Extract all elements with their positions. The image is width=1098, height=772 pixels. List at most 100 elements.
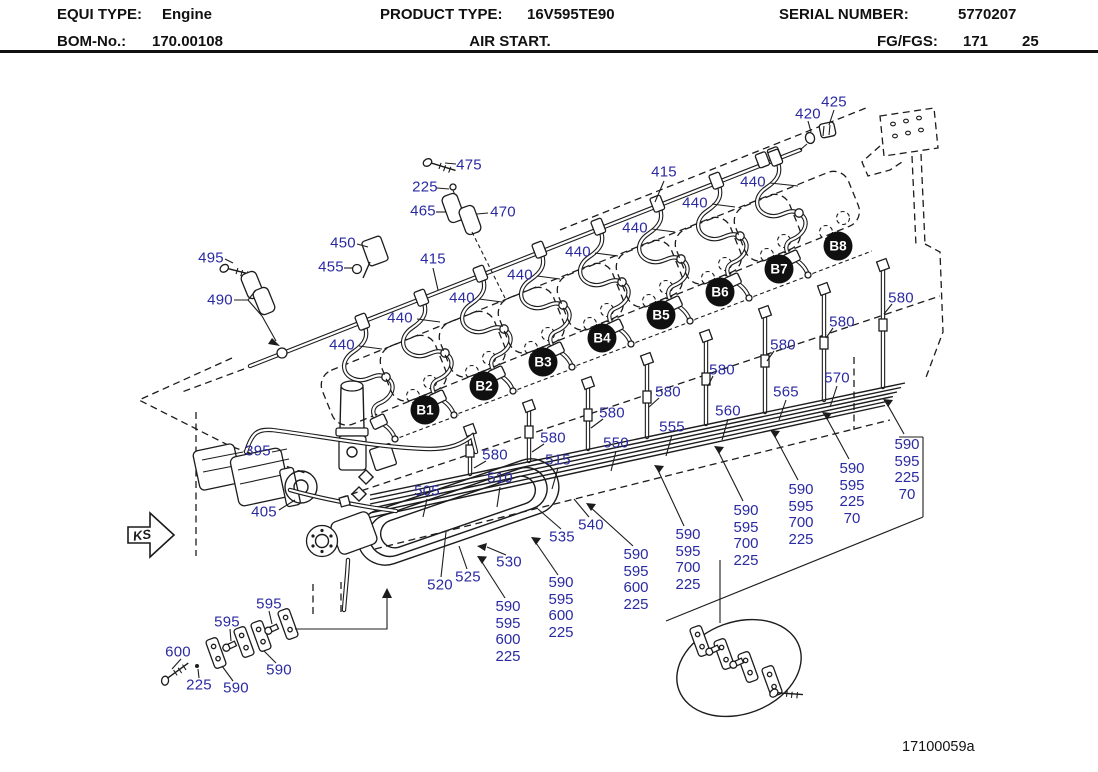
figure-number: 17100059a xyxy=(902,739,975,755)
part-label-580: 580 xyxy=(482,446,508,464)
part-label-590: 590 xyxy=(548,574,574,591)
part-label-440: 440 xyxy=(387,309,413,327)
part-label-580: 580 xyxy=(888,289,914,307)
part-label-595: 595 xyxy=(839,476,865,494)
part-label-440: 440 xyxy=(740,173,766,191)
clamp-detail-left xyxy=(156,592,388,688)
part-label-595: 595 xyxy=(548,590,574,608)
part-label-580: 580 xyxy=(599,404,625,422)
part-label-225: 225 xyxy=(675,575,701,593)
cylinder-badge-B8: B8 xyxy=(823,231,853,261)
part-label-580: 580 xyxy=(770,336,796,354)
ring-455 xyxy=(351,263,363,275)
part-label-440: 440 xyxy=(329,336,355,354)
leader-lines xyxy=(171,109,905,682)
cylinder-badge-B3: B3 xyxy=(528,347,558,377)
part-label-225: 225 xyxy=(186,676,212,694)
part-label-520: 520 xyxy=(427,576,453,594)
bom-no-value: 170.00108 xyxy=(152,33,223,50)
part-label-590: 590 xyxy=(623,546,649,563)
part-label-590: 590 xyxy=(788,481,814,498)
part-label-590: 590 xyxy=(839,460,865,477)
part-label-600: 600 xyxy=(548,607,574,624)
equi-type-label: EQUI TYPE: xyxy=(57,6,143,23)
part-label-590: 590 xyxy=(894,436,920,453)
part-label-590: 590 xyxy=(733,502,759,519)
part-label-225: 225 xyxy=(839,493,865,510)
part-label-595: 595 xyxy=(675,542,701,560)
clamp-detail-ellipse xyxy=(665,436,924,718)
part-label-525: 525 xyxy=(455,568,481,586)
part-label-495: 495 xyxy=(198,249,224,267)
part-label-540: 540 xyxy=(578,516,604,534)
part-label-225: 225 xyxy=(623,595,649,613)
serial-number-value: 5770207 xyxy=(958,6,1017,23)
part-label-440: 440 xyxy=(682,194,708,212)
loose-parts-top xyxy=(216,150,506,316)
part-label-700: 700 xyxy=(788,514,814,531)
part-label-505: 505 xyxy=(414,482,440,500)
fg-value: 171 xyxy=(963,33,989,50)
part-label-490: 490 xyxy=(207,291,233,309)
part-label-600: 600 xyxy=(165,643,191,661)
part-label-225: 225 xyxy=(548,623,574,641)
bom-no-label: BOM-No.: xyxy=(57,33,127,50)
sheet-title: AIR START. xyxy=(469,33,551,50)
part-label-440: 440 xyxy=(565,243,591,261)
fg-fgs-label: FG/FGS: xyxy=(877,33,938,50)
washer-420 xyxy=(804,131,816,145)
cylinder-badge-B4: B4 xyxy=(587,323,617,353)
cylinder-badge-B1: B1 xyxy=(410,395,440,425)
part-label-595: 595 xyxy=(256,595,282,613)
part-label-590: 590 xyxy=(266,661,292,679)
pipe-coil xyxy=(356,458,560,566)
part-label-70: 70 xyxy=(843,509,861,527)
part-label-550: 550 xyxy=(603,434,629,452)
part-label-600: 600 xyxy=(623,579,649,596)
part-label-475: 475 xyxy=(456,156,482,174)
part-label-700: 700 xyxy=(733,535,759,552)
part-label-595: 595 xyxy=(214,613,240,631)
part-label-570: 570 xyxy=(824,369,850,387)
part-label-225: 225 xyxy=(733,551,759,569)
cylinder-badge-B6: B6 xyxy=(705,277,735,307)
starter-motor xyxy=(192,443,318,508)
part-label-565: 565 xyxy=(773,383,799,401)
part-label-590: 590 xyxy=(495,598,521,615)
part-label-590: 590 xyxy=(223,679,249,697)
part-label-70: 70 xyxy=(898,485,916,503)
serial-number-label: SERIAL NUMBER: xyxy=(779,6,909,23)
part-label-465: 465 xyxy=(410,202,436,220)
product-type-value: 16V595TE90 xyxy=(527,6,615,23)
fgs-value: 25 xyxy=(1022,33,1039,50)
part-label-225: 225 xyxy=(412,178,438,196)
part-label-580: 580 xyxy=(655,383,681,401)
cap-425 xyxy=(818,121,837,139)
air-pump xyxy=(305,511,378,558)
ks-marker-label: KS xyxy=(132,526,152,544)
part-label-510: 510 xyxy=(487,469,513,487)
cylinder-badge-B5: B5 xyxy=(646,300,676,330)
part-label-530: 530 xyxy=(496,553,522,571)
cylinder-badge-B7: B7 xyxy=(764,254,794,284)
cylinder-badge-B2: B2 xyxy=(469,371,499,401)
part-label-395: 395 xyxy=(245,442,271,460)
mounting-bracket xyxy=(861,107,939,177)
part-label-440: 440 xyxy=(449,289,475,307)
part-label-470: 470 xyxy=(490,203,516,221)
equi-type-value: Engine xyxy=(162,6,213,23)
part-label-595: 595 xyxy=(894,452,920,470)
part-label-700: 700 xyxy=(675,559,701,576)
part-label-405: 405 xyxy=(251,503,277,521)
part-label-595: 595 xyxy=(733,518,759,536)
part-label-535: 535 xyxy=(549,528,575,546)
part-label-415: 415 xyxy=(651,163,677,181)
pipe-bundle xyxy=(369,382,906,519)
